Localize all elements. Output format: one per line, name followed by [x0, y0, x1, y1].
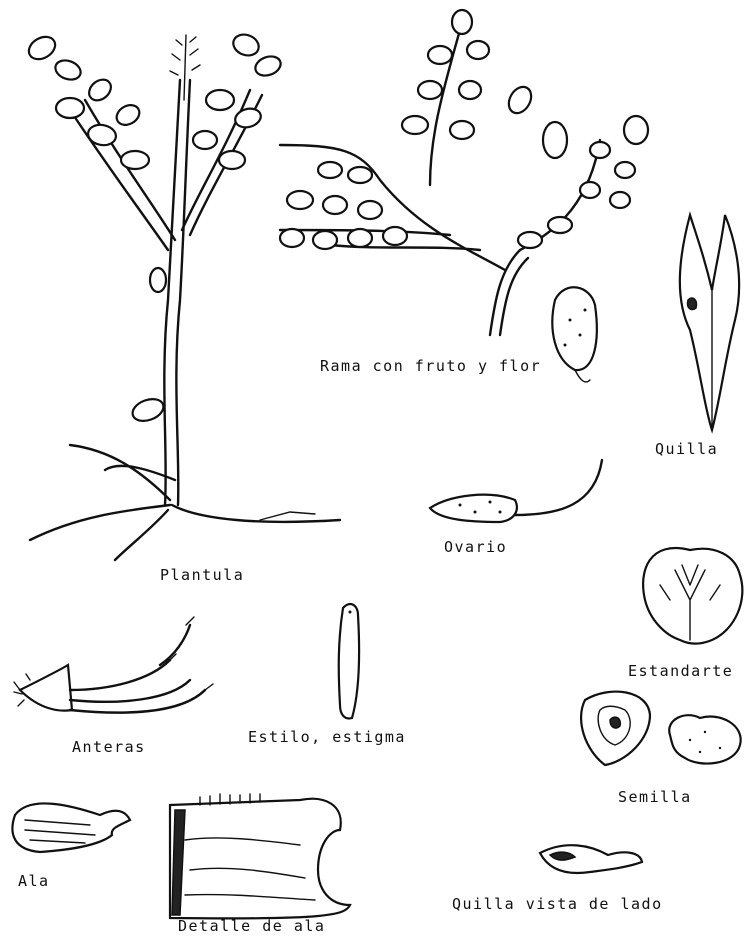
rama-label: Rama con fruto y flor — [320, 357, 541, 375]
estandarte-drawing — [643, 548, 742, 644]
ala-drawing — [12, 803, 130, 852]
estandarte-label: Estandarte — [628, 662, 733, 680]
detalle-ala-drawing — [170, 794, 350, 918]
ovario-label: Ovario — [444, 538, 507, 556]
quilla-drawing — [680, 215, 739, 430]
plantula-drawing — [25, 31, 340, 560]
semilla-drawing — [581, 692, 741, 765]
anteras-label: Anteras — [72, 738, 146, 756]
detalle-ala-label: Detalle de ala — [178, 917, 325, 935]
ovario-drawing — [430, 460, 602, 522]
plantula-label: Plantula — [160, 566, 244, 584]
anteras-drawing — [14, 617, 213, 713]
quilla-lado-drawing — [540, 845, 642, 873]
quilla-label: Quilla — [655, 440, 718, 458]
ala-label: Ala — [18, 872, 50, 890]
semilla-label: Semilla — [618, 788, 692, 806]
rama-drawing — [280, 10, 648, 382]
estilo-drawing — [339, 604, 359, 718]
estilo-label: Estilo, estigma — [248, 728, 406, 746]
quilla-lado-label: Quilla vista de lado — [452, 895, 663, 913]
